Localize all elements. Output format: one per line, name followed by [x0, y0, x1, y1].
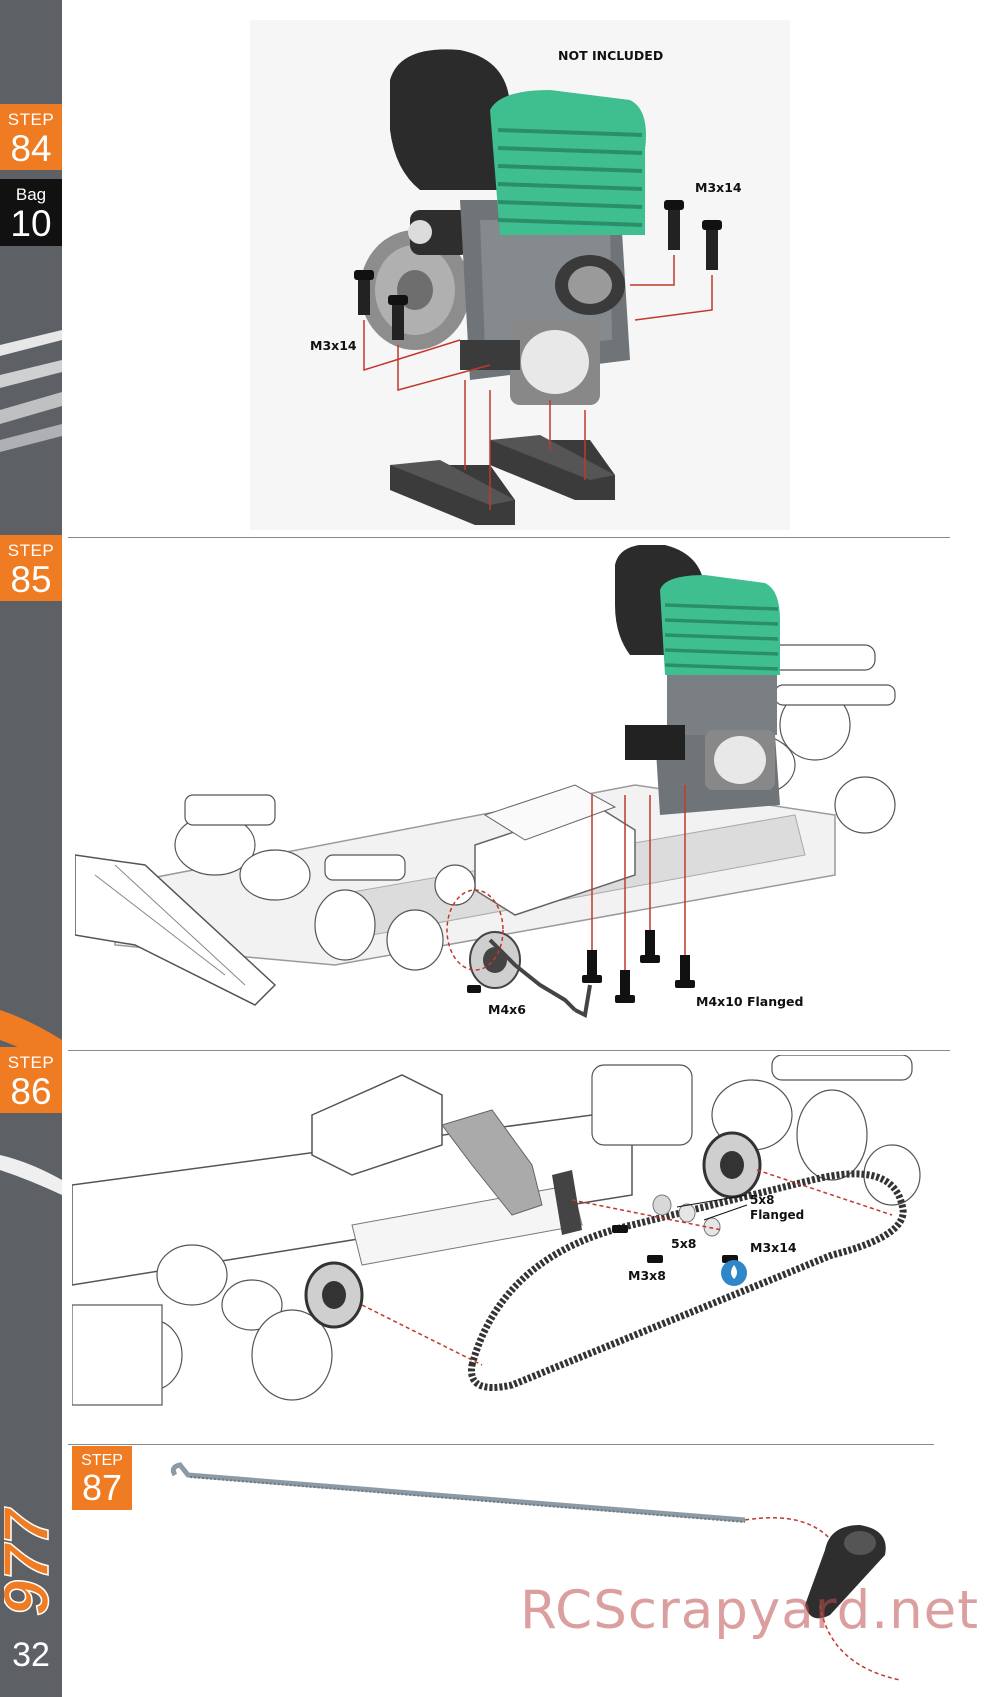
step-label: STEP	[81, 1452, 123, 1469]
step-label: STEP	[7, 1053, 55, 1072]
logo-text: 977	[4, 1506, 60, 1616]
brand-logo-977: 977	[4, 1505, 60, 1617]
step-label: STEP	[7, 541, 55, 560]
section-divider	[68, 1444, 934, 1445]
step-label: STEP	[7, 110, 55, 129]
sidebar	[0, 0, 62, 1697]
page-number: 32	[12, 1636, 50, 1674]
screw-m4x10-flanged-label: M4x10 Flanged	[696, 994, 804, 1009]
not-included-label: NOT INCLUDED	[558, 48, 664, 63]
watermark-text: RCScrapyard.net	[520, 1580, 980, 1641]
screw-m3x14-label: M3x14	[310, 338, 357, 353]
screw-m3x14-label: M3x14	[695, 180, 742, 195]
washer-5x8-flanged-label: 5x8 Flanged	[750, 1193, 804, 1223]
chassis-engine-illustration	[75, 545, 896, 1018]
washer-5x8-label: 5x8	[671, 1236, 697, 1251]
bag-10-badge: Bag 10	[0, 179, 62, 246]
step-number: 86	[10, 1071, 52, 1112]
screw-m3x14-label: M3x14	[750, 1240, 797, 1255]
section-divider	[68, 537, 950, 538]
screw-m3x8-label: M3x8	[628, 1268, 666, 1283]
throttle-linkage-illustration	[170, 1462, 900, 1681]
step-number: 85	[10, 559, 52, 600]
screw-m4x6-label: M4x6	[488, 1002, 526, 1017]
step-86-badge: STEP 86	[0, 1047, 62, 1113]
belt-drive-illustration	[72, 1055, 921, 1406]
step-87-badge: STEP 87	[72, 1446, 132, 1510]
step-85-badge: STEP 85	[0, 535, 62, 601]
engine-mount-illustration	[250, 20, 790, 530]
bag-number: 10	[10, 203, 52, 244]
section-divider	[68, 1050, 950, 1051]
washer-size: 5x8	[750, 1193, 775, 1207]
washer-type: Flanged	[750, 1208, 805, 1222]
step-number: 84	[10, 128, 52, 169]
step-84-badge: STEP 84	[0, 104, 62, 170]
bag-label: Bag	[15, 185, 47, 204]
step-number: 87	[81, 1467, 123, 1508]
